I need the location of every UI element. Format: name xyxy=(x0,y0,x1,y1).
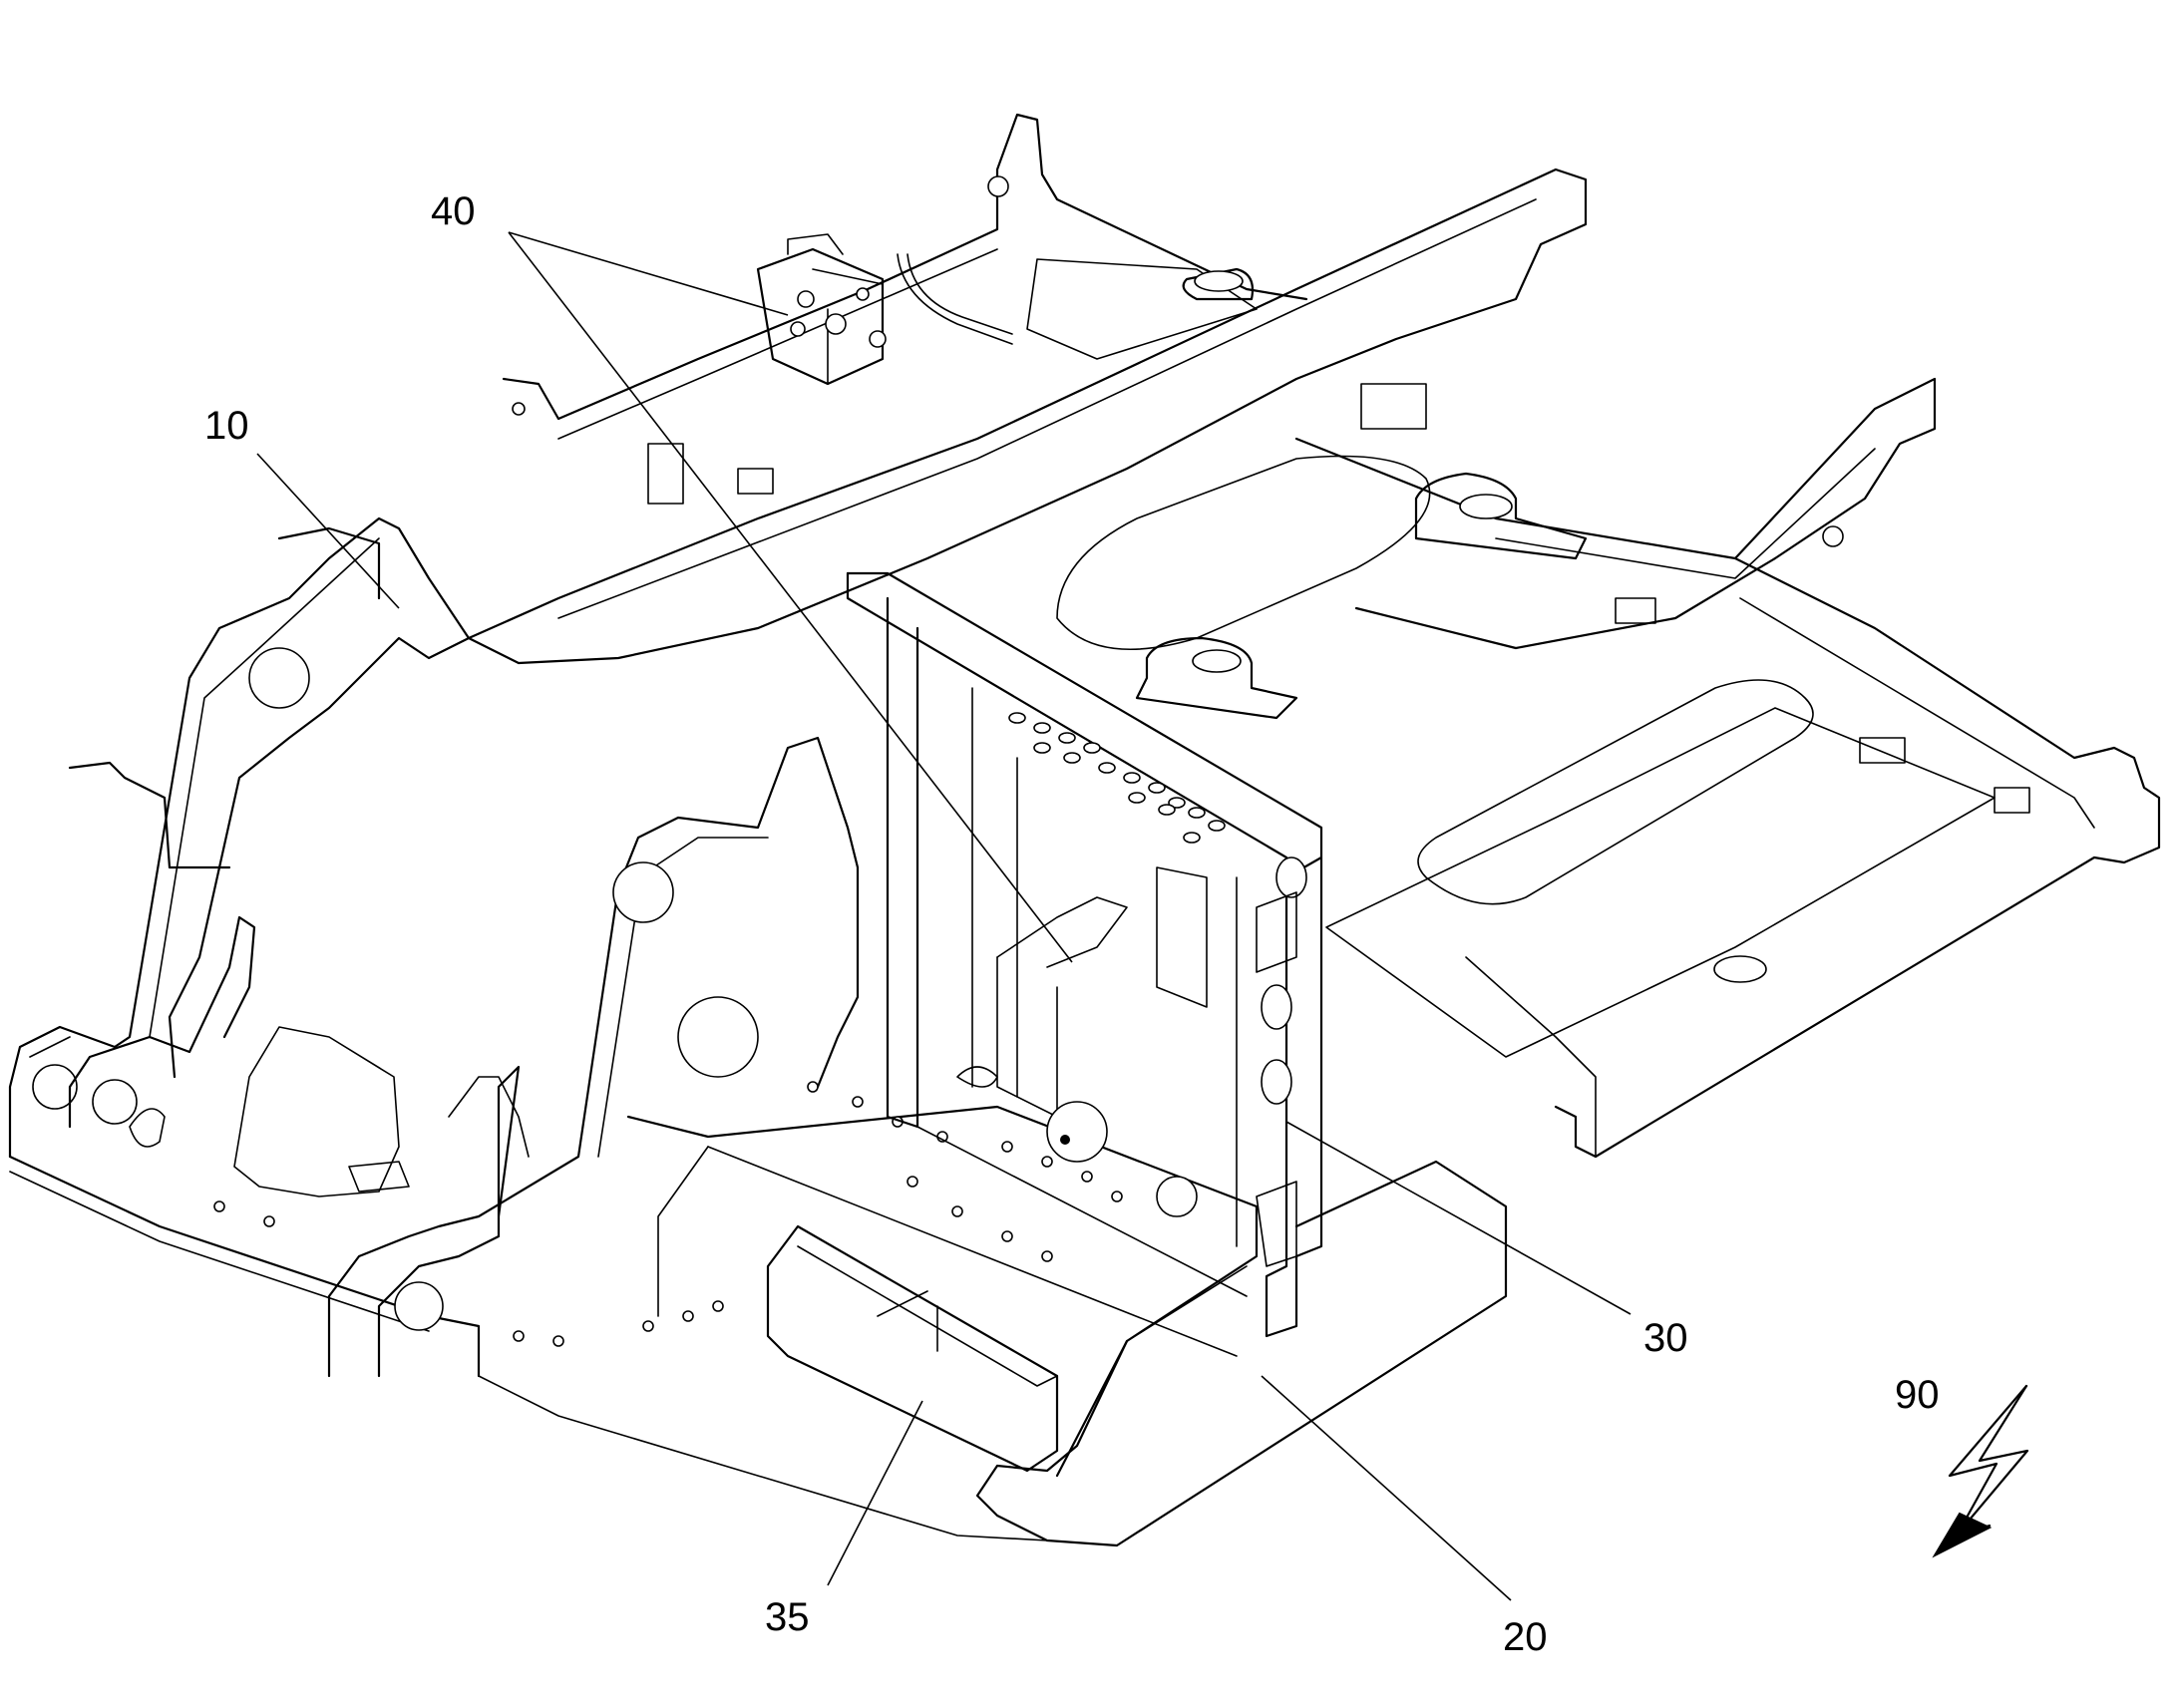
console-frame xyxy=(846,571,1323,1338)
callout-90: 90 xyxy=(1895,1373,1940,1417)
callout-10: 10 xyxy=(204,404,249,448)
callout-20: 20 xyxy=(1503,1615,1548,1659)
leader-lines xyxy=(256,231,1632,1601)
rear-frame xyxy=(467,113,2161,1159)
callout-labels: 40 10 30 35 20 90 xyxy=(204,189,1940,1659)
console-top-holes xyxy=(1008,712,1226,844)
callout-35: 35 xyxy=(765,1595,810,1639)
callout-30: 30 xyxy=(1643,1316,1688,1360)
front-frame xyxy=(8,516,860,1378)
floor-holes xyxy=(213,1081,1123,1347)
valve-block xyxy=(756,233,1013,386)
floor-box xyxy=(213,1081,1508,1547)
lightning-bolt-arrow-icon xyxy=(1932,1384,2029,1558)
callout-40: 40 xyxy=(431,189,476,233)
